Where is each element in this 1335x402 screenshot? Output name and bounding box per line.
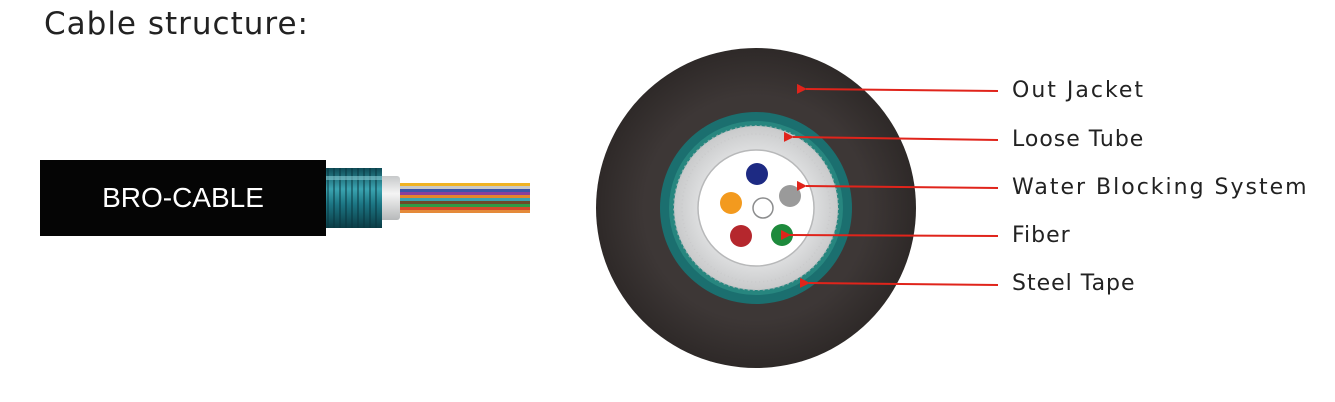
fiber-strand-orange <box>390 195 530 198</box>
fiber-green <box>771 224 793 246</box>
fiber-orange <box>720 192 742 214</box>
cable-side-illustration <box>40 160 530 236</box>
fiber-strand-aqua <box>390 198 530 201</box>
fiber-strand-yellow <box>390 183 530 186</box>
fiber-strand-brown <box>390 201 530 204</box>
fiber-strand-green <box>390 204 530 207</box>
arrow-steel-tape <box>799 277 999 288</box>
central-strength-member <box>752 197 774 219</box>
fiber-strand-red <box>390 207 530 210</box>
outer-jacket-side <box>40 160 326 236</box>
label-steel-tape: Steel Tape <box>1012 271 1136 296</box>
fiber-red <box>730 225 752 247</box>
fiber-blue <box>746 163 768 185</box>
fiber-strands <box>390 183 530 213</box>
cable-side-view: BRO-CABLE <box>0 0 560 402</box>
cable-brand-label: BRO-CABLE <box>102 182 264 213</box>
fiber-strand-white <box>390 186 530 189</box>
fiber-gray <box>779 185 801 207</box>
arrow-out-jacket <box>796 83 999 94</box>
page-title: Cable structure: <box>44 6 309 42</box>
fiber-strand-orange-2 <box>390 210 530 213</box>
loose-tube-end <box>378 176 400 220</box>
label-fiber: Fiber <box>1012 223 1071 248</box>
arrow-fiber <box>780 229 999 240</box>
fiber-strand-blue <box>390 189 530 192</box>
fibers <box>720 163 801 247</box>
arrow-water-blocking <box>796 180 999 191</box>
label-out-jacket: Out Jacket <box>1012 78 1146 103</box>
label-water-blocking-system: Water Blocking System <box>1012 175 1309 200</box>
arrow-loose-tube <box>783 131 999 142</box>
label-loose-tube: Loose Tube <box>1012 127 1145 152</box>
callout-arrows <box>780 83 999 288</box>
steel-armor-section <box>322 168 382 228</box>
fiber-strand-violet <box>390 192 530 195</box>
